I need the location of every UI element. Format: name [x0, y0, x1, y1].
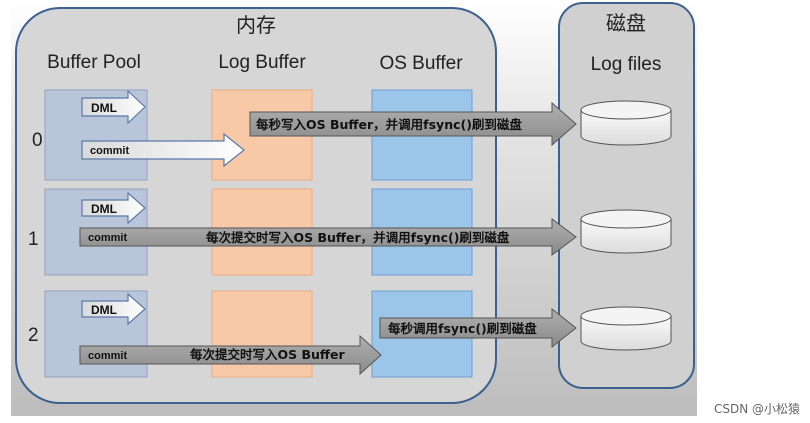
disk-cylinder-icon [580, 100, 672, 146]
log-buffer-header: Log Buffer [218, 52, 306, 73]
disk-container [558, 2, 695, 389]
row-1: 1 DML commit 每次提交时写入OS Buffer，并调用fsync()… [28, 188, 672, 276]
disk-title: 磁盘 [606, 11, 646, 35]
flow-to-disk-label: 每秒调用fsync()刷到磁盘 [388, 321, 537, 336]
flow-label: 每次提交时写入OS Buffer，并调用fsync()刷到磁盘 [206, 230, 510, 245]
disk-label: Log files [591, 54, 662, 75]
commit-write-arrow [79, 334, 382, 376]
flow-to-os-label: 每次提交时写入OS Buffer [190, 347, 346, 362]
commit-label: commit [88, 350, 127, 362]
dml-label: DML [91, 202, 117, 216]
flow-label: 每秒写入OS Buffer，并调用fsync()刷到磁盘 [256, 117, 522, 132]
row-2-label: 2 [28, 325, 39, 346]
dml-arrow [81, 292, 146, 326]
dml-arrow [81, 89, 146, 125]
os-buffer-header: OS Buffer [379, 53, 463, 74]
row-1-label: 1 [28, 229, 39, 250]
flush-arrow [379, 307, 577, 349]
flush-arrow [249, 101, 577, 147]
watermark: CSDN @小松猿 [713, 402, 800, 416]
commit-flush-arrow [79, 218, 577, 256]
dml-label: DML [91, 303, 117, 317]
row-0: 0 DML commit 每秒写入OS Buffer，并调用fsync()刷到磁… [32, 89, 672, 181]
dml-label: DML [91, 101, 117, 115]
disk-cylinder-icon [580, 306, 672, 351]
commit-arrow [81, 132, 245, 168]
memory-title: 内存 [236, 13, 276, 37]
dml-arrow [81, 191, 146, 225]
row-0-label: 0 [32, 130, 43, 151]
row-2: 2 DML commit 每次提交时写入OS Buffer 每秒调用fsync(… [28, 290, 672, 378]
buffer-pool-header: Buffer Pool [47, 52, 141, 73]
commit-label: commit [90, 145, 129, 157]
commit-label: commit [88, 232, 127, 244]
disk-cylinder-icon [580, 209, 672, 254]
